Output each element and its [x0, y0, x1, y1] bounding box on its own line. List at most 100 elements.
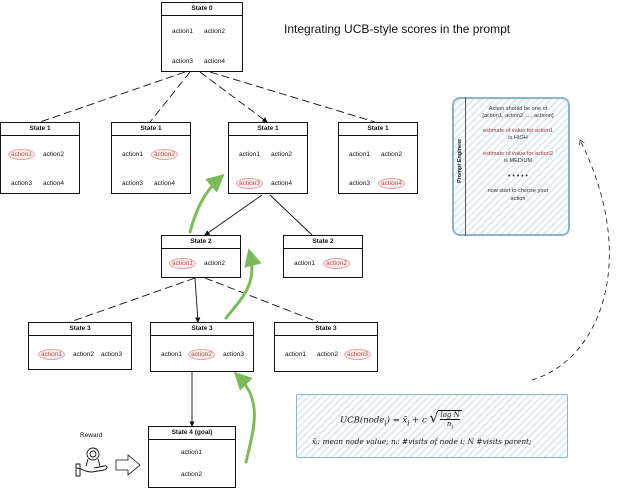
state-2a-header: State 2 [162, 236, 240, 249]
state-2b-action1: action1 [294, 260, 315, 267]
state-0-action4: action4 [204, 58, 225, 65]
reward-label: Reward [80, 432, 103, 439]
state-1a-action1: action1 [8, 149, 35, 160]
state-3c-action3: action3 [344, 349, 371, 360]
state-1d-node: State 1 action1 action2 action3 action4 [338, 122, 418, 194]
state-3c-action1: action1 [285, 351, 306, 358]
edge-l2-l3-a [69, 277, 196, 323]
prompt-line-5: estimate of value for action2 [483, 151, 553, 157]
edge-root-l1-a [39, 71, 186, 123]
state-0-action2: action2 [204, 28, 225, 35]
state-3c-node: State 3 action1 action2 action3 [274, 322, 378, 372]
prompt-line-6: is MEDIUM [503, 158, 533, 164]
state-1c-header: State 1 [229, 123, 307, 136]
state-0-header: State 0 [162, 3, 242, 16]
state-2a-action2: action2 [204, 260, 225, 267]
ucb-eq: ) = x̄ [386, 415, 408, 426]
state-3a-action1: action1 [38, 349, 65, 360]
state-3b-node: State 3 action1 action2 action3 [150, 322, 254, 372]
state-1c-action1: action1 [239, 151, 260, 158]
state-1a-header: State 1 [1, 123, 79, 136]
state-1b-action3: action3 [122, 180, 143, 187]
state-2a-action1: action1 [169, 258, 196, 269]
backup-arrows [188, 174, 262, 464]
state-4-action1: action1 [181, 449, 202, 456]
state-3c-header: State 3 [275, 323, 377, 336]
prompt-line-3: estimate of value for action1 [483, 128, 553, 134]
state-1d-action4: action4 [378, 178, 405, 189]
feedback-arrow [531, 140, 610, 381]
green-arrow-goal-to-l3 [233, 371, 256, 464]
edge-root-l1-b [149, 71, 191, 123]
state-1d-action2: action2 [381, 151, 402, 158]
ucb-lhs: UCB(node [340, 415, 385, 426]
prompt-line-7: • • • • • [507, 173, 529, 180]
state-1b-action2: action2 [151, 149, 178, 160]
ucb-plus-c: + c [409, 415, 427, 426]
state-1c-node: State 1 action1 action2 action3 action4 [228, 122, 308, 194]
state-1d-action1: action1 [349, 151, 370, 158]
state-3b-header: State 3 [151, 323, 253, 336]
ucb-sub-i: i [384, 418, 387, 428]
state-1a-action4: action4 [43, 180, 64, 187]
state-1d-header: State 1 [339, 123, 417, 136]
ucb-sub-i-2: i [407, 418, 410, 428]
ucb-formula: UCB(nodei) = x̄i + c √ log N ni [340, 410, 462, 430]
state-1c-action3: action3 [236, 178, 263, 189]
prompt-box [452, 97, 570, 236]
state-1c-action2: action2 [271, 151, 292, 158]
state-0-node: State 0 action1 action2 action3 action4 [161, 2, 243, 72]
edges-level1 [39, 71, 376, 123]
prompt-engineer-label: Prompt Engineer [457, 138, 463, 183]
ucb-log-n: log N [440, 411, 460, 420]
state-0-action3: action3 [172, 58, 193, 65]
state-4-goal-node: State 4 (goal) action1 action2 [148, 426, 236, 488]
ucb-sqrt: √ log N ni [429, 410, 462, 431]
ucb-legend: x̄ᵢ: mean node value; nᵢ: #visits of nod… [312, 437, 532, 446]
state-3a-action2: action2 [73, 351, 94, 358]
state-2b-node: State 2 action1 action2 [283, 235, 363, 278]
state-3a-action3: action3 [101, 351, 122, 358]
edge-l1-l2-b [269, 194, 313, 236]
prompt-line-1: Action should be one of [488, 106, 548, 112]
state-1d-action3: action3 [349, 180, 370, 187]
state-4-header: State 4 (goal) [149, 427, 235, 440]
green-arrow-l2-to-l1 [188, 174, 225, 234]
prompt-line-2: [action1, action2, ..., actionn] [482, 113, 554, 119]
edge-l1-l2-a [204, 194, 263, 236]
prompt-line-8: now start to choose your [487, 188, 549, 194]
ucb-formula-box [296, 394, 568, 458]
edges-level3 [69, 277, 319, 323]
state-1a-node: State 1 action1 action2 action3 action4 [0, 122, 80, 194]
state-1b-action1: action1 [122, 151, 143, 158]
state-3a-header: State 3 [29, 323, 131, 336]
state-1b-header: State 1 [112, 123, 190, 136]
state-3b-action2: action2 [188, 349, 215, 360]
state-3b-action1: action1 [161, 351, 182, 358]
state-4-action2: action2 [181, 471, 202, 478]
edge-l2-l3-c [204, 277, 319, 323]
edge-l2-l3-b [194, 277, 201, 323]
ucb-n-i: n [446, 420, 452, 428]
reward-to-goal-arrow [115, 454, 141, 476]
edge-root-l1-d [209, 71, 376, 123]
state-1a-action2: action2 [43, 151, 64, 158]
prompt-line-9: action [510, 196, 526, 202]
state-1b-action4: action4 [154, 180, 175, 187]
state-2b-header: State 2 [284, 236, 362, 249]
green-arrow-l3-to-l2 [224, 248, 262, 320]
state-2a-node: State 2 action1 action2 [161, 235, 241, 278]
diagram-title: Integrating UCB-style scores in the prom… [284, 22, 511, 36]
state-0-action1: action1 [172, 28, 193, 35]
state-2b-action2: action2 [323, 258, 350, 269]
state-3c-action2: action2 [317, 351, 338, 358]
state-3b-action3: action3 [223, 351, 244, 358]
edge-root-l1-c [199, 71, 268, 123]
prompt-line-4: is HIGH [508, 135, 528, 141]
state-1a-action3: action3 [11, 180, 32, 187]
edges-level2 [204, 194, 313, 236]
prompt-side-column [452, 97, 466, 236]
ucb-sub-i-3: i [451, 424, 454, 431]
state-1c-action4: action4 [271, 180, 292, 187]
